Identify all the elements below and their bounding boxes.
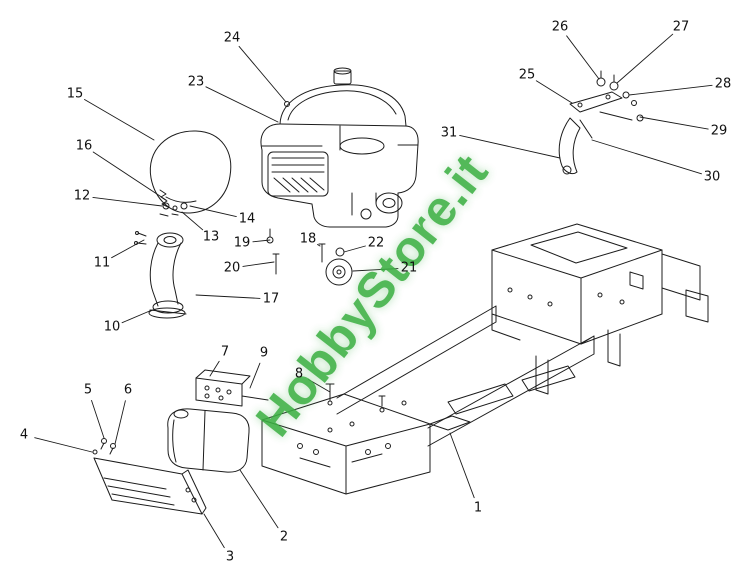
callout-28: 28 <box>714 76 732 92</box>
callout-29: 29 <box>710 123 728 139</box>
leader-line-24 <box>238 45 287 103</box>
callout-14: 14 <box>238 211 256 227</box>
callout-20: 20 <box>223 260 241 276</box>
callout-17: 17 <box>262 291 280 307</box>
callout-30: 30 <box>703 169 721 185</box>
shield-screws <box>92 438 116 455</box>
callout-16: 16 <box>75 138 93 154</box>
heat-shield-panel <box>93 457 207 515</box>
callout-7: 7 <box>220 344 230 360</box>
callout-27: 27 <box>672 19 690 35</box>
callout-26: 26 <box>551 19 569 35</box>
callout-12: 12 <box>73 188 91 204</box>
callout-8: 8 <box>294 366 304 382</box>
fuel-cap <box>333 67 352 85</box>
leader-line-21 <box>352 268 399 272</box>
callout-11: 11 <box>93 255 111 271</box>
callout-31: 31 <box>440 125 458 141</box>
callout-2: 2 <box>279 529 289 545</box>
leader-line-8 <box>308 379 331 393</box>
leader-line-5 <box>91 399 105 439</box>
leader-line-18 <box>317 244 321 247</box>
callout-10: 10 <box>103 319 121 335</box>
callout-3: 3 <box>225 549 235 565</box>
leader-line-27 <box>616 33 674 84</box>
callout-9: 9 <box>259 345 269 361</box>
leader-line-11 <box>111 239 145 259</box>
fuel-tank <box>167 408 250 473</box>
leader-line-17 <box>195 294 261 299</box>
leader-line-20 <box>242 261 275 267</box>
callout-13: 13 <box>202 229 220 245</box>
leader-lines <box>34 33 713 549</box>
leader-line-4 <box>34 437 93 453</box>
leader-line-15 <box>84 99 155 141</box>
callout-22: 22 <box>367 235 385 251</box>
leader-line-26 <box>566 35 600 80</box>
leader-line-30 <box>591 139 702 175</box>
leader-line-16 <box>92 151 167 201</box>
leader-line-29 <box>639 116 709 130</box>
support-bracket <box>195 369 335 407</box>
leader-line-28 <box>628 84 713 96</box>
frame-chassis <box>261 223 709 495</box>
callout-21: 21 <box>400 260 418 276</box>
clamp-hardware <box>159 202 188 217</box>
leader-line-7 <box>209 360 220 377</box>
callout-19: 19 <box>233 235 251 251</box>
leader-line-10 <box>121 309 153 324</box>
leader-line-19 <box>252 239 271 243</box>
engine-fasteners <box>266 228 326 275</box>
pulley <box>325 247 353 286</box>
recoil-shield <box>149 130 232 214</box>
callout-24: 24 <box>223 30 241 46</box>
leader-line-3 <box>203 513 225 549</box>
leader-line-2 <box>239 469 279 529</box>
leader-line-25 <box>535 80 573 104</box>
leader-line-13 <box>181 211 204 231</box>
control-lever-assembly <box>558 70 644 175</box>
muffler-pipe <box>148 232 187 319</box>
engine-assembly <box>260 67 419 228</box>
leader-line-31 <box>459 134 561 159</box>
leader-line-22 <box>343 245 366 253</box>
engine-top-bolt <box>284 101 290 107</box>
callout-6: 6 <box>123 382 133 398</box>
leader-line-23 <box>205 86 279 123</box>
leader-line-1 <box>449 432 475 499</box>
callout-25: 25 <box>518 67 536 83</box>
callout-5: 5 <box>83 382 93 398</box>
callout-4: 4 <box>19 427 29 443</box>
leader-line-14 <box>189 205 237 218</box>
leader-line-12 <box>92 196 163 207</box>
callout-18: 18 <box>299 231 317 247</box>
callout-15: 15 <box>66 86 84 102</box>
leader-line-9 <box>249 362 261 389</box>
leader-line-6 <box>114 400 126 445</box>
callout-1: 1 <box>473 500 483 516</box>
callout-23: 23 <box>187 74 205 90</box>
